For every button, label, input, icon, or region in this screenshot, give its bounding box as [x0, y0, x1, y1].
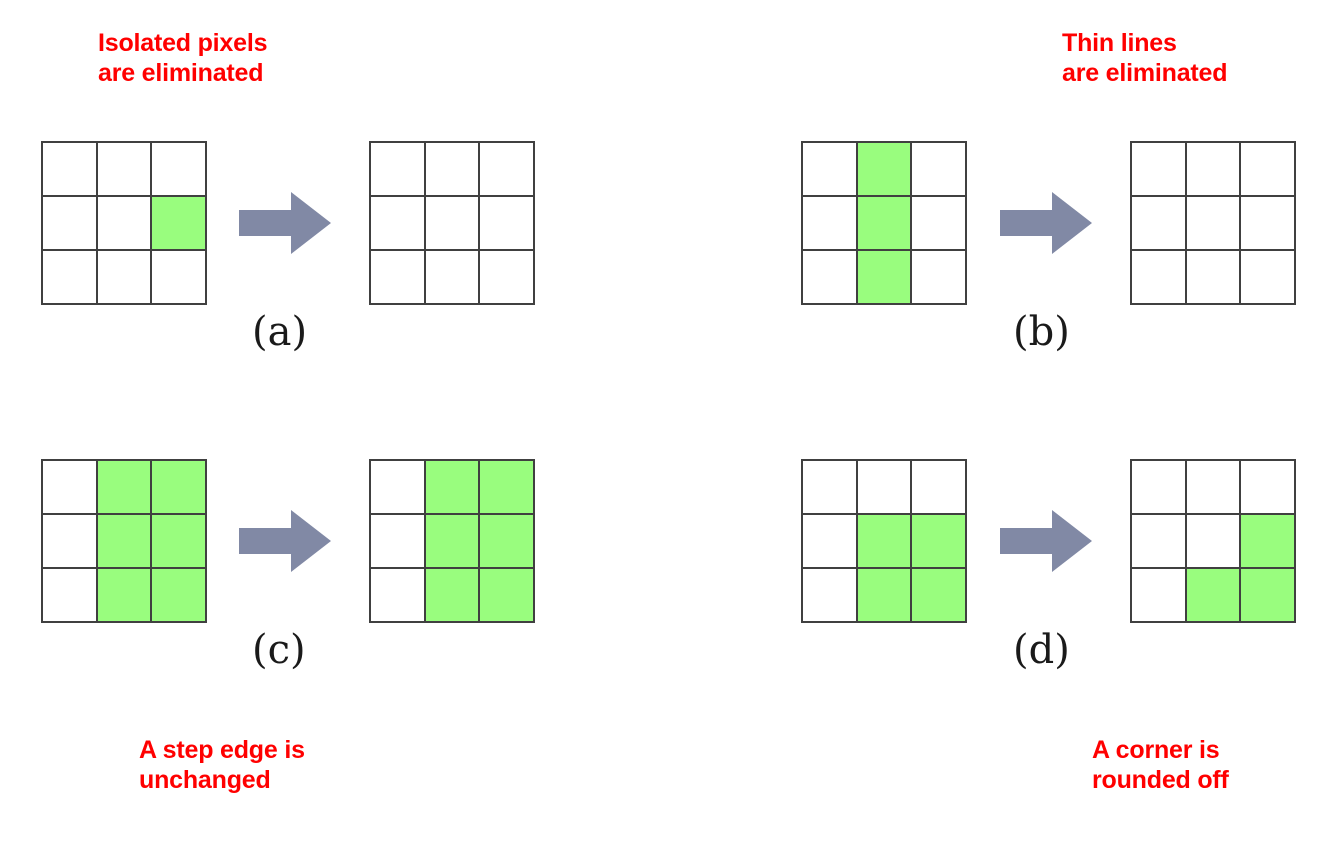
grid-cell-b-out-r0c1 — [1186, 143, 1240, 195]
grid-cell-a-in-r1c0 — [43, 197, 96, 249]
grid-cell-d-in-r2c2 — [912, 569, 965, 621]
grid-cell-d-out-r1c0 — [1132, 515, 1185, 567]
grid-cell-a-out-r0c1 — [425, 143, 479, 195]
grid-cell-c-in-r2c0 — [43, 569, 96, 621]
right-arrow-icon-panel-b — [1000, 192, 1092, 254]
grid-cell-d-in-r2c1 — [857, 569, 911, 621]
grid-cell-a-out-r0c0 — [371, 143, 424, 195]
grid-input-panel-a — [41, 141, 207, 305]
grid-cell-b-in-r0c2 — [912, 143, 965, 195]
right-arrow-icon-panel-a — [239, 192, 331, 254]
grid-cell-c-out-r1c0 — [371, 515, 424, 567]
grid-cell-d-in-r0c2 — [912, 461, 965, 513]
grid-cell-b-out-r1c0 — [1132, 197, 1185, 249]
right-arrow-icon-panel-d — [1000, 510, 1092, 572]
grid-cell-b-in-r2c2 — [912, 251, 965, 303]
grid-cell-d-in-r1c0 — [803, 515, 856, 567]
grid-cell-a-in-r1c1 — [97, 197, 151, 249]
grid-cell-d-out-r1c2 — [1241, 515, 1294, 567]
grid-cell-d-in-r0c1 — [857, 461, 911, 513]
grid-cell-d-in-r2c0 — [803, 569, 856, 621]
caption-panel-c: A step edge is unchanged — [139, 736, 305, 794]
grid-cell-c-in-r1c1 — [97, 515, 151, 567]
grid-cell-a-in-r0c0 — [43, 143, 96, 195]
grid-cell-c-in-r0c0 — [43, 461, 96, 513]
grid-cell-a-out-r0c2 — [480, 143, 533, 195]
grid-cell-d-out-r1c1 — [1186, 515, 1240, 567]
grid-output-panel-b — [1130, 141, 1296, 305]
grid-cell-a-out-r2c0 — [371, 251, 424, 303]
right-arrow-icon-panel-c — [239, 510, 331, 572]
grid-cell-a-out-r2c1 — [425, 251, 479, 303]
grid-cell-b-out-r2c2 — [1241, 251, 1294, 303]
grid-cell-c-in-r2c1 — [97, 569, 151, 621]
grid-cell-a-out-r1c2 — [480, 197, 533, 249]
grid-cell-a-in-r2c2 — [152, 251, 205, 303]
panel-label-d: (d) — [1013, 627, 1070, 673]
grid-cell-a-out-r2c2 — [480, 251, 533, 303]
grid-cell-a-in-r0c1 — [97, 143, 151, 195]
grid-cell-d-out-r0c1 — [1186, 461, 1240, 513]
grid-cell-c-in-r1c2 — [152, 515, 205, 567]
grid-cell-b-out-r1c2 — [1241, 197, 1294, 249]
grid-cell-b-out-r2c0 — [1132, 251, 1185, 303]
grid-cell-d-in-r0c0 — [803, 461, 856, 513]
panel-label-a: (a) — [252, 309, 308, 355]
caption-panel-a: Isolated pixels are eliminated — [98, 29, 268, 87]
grid-output-panel-d — [1130, 459, 1296, 623]
grid-cell-d-out-r2c0 — [1132, 569, 1185, 621]
grid-cell-b-in-r1c1 — [857, 197, 911, 249]
grid-cell-a-in-r2c1 — [97, 251, 151, 303]
grid-cell-b-out-r2c1 — [1186, 251, 1240, 303]
grid-cell-c-in-r2c2 — [152, 569, 205, 621]
panel-label-b: (b) — [1013, 309, 1070, 355]
grid-cell-b-out-r0c2 — [1241, 143, 1294, 195]
grid-cell-b-in-r0c0 — [803, 143, 856, 195]
grid-input-panel-d — [801, 459, 967, 623]
grid-cell-b-out-r1c1 — [1186, 197, 1240, 249]
grid-input-panel-b — [801, 141, 967, 305]
grid-cell-a-in-r2c0 — [43, 251, 96, 303]
grid-cell-a-in-r1c2 — [152, 197, 205, 249]
grid-cell-c-out-r0c0 — [371, 461, 424, 513]
grid-cell-c-out-r0c2 — [480, 461, 533, 513]
grid-cell-d-out-r2c2 — [1241, 569, 1294, 621]
grid-cell-c-out-r2c2 — [480, 569, 533, 621]
caption-panel-b: Thin lines are eliminated — [1062, 29, 1228, 87]
grid-cell-c-out-r1c2 — [480, 515, 533, 567]
grid-cell-c-out-r1c1 — [425, 515, 479, 567]
grid-cell-d-out-r2c1 — [1186, 569, 1240, 621]
grid-output-panel-c — [369, 459, 535, 623]
grid-cell-a-out-r1c0 — [371, 197, 424, 249]
grid-cell-b-in-r0c1 — [857, 143, 911, 195]
grid-cell-b-out-r0c0 — [1132, 143, 1185, 195]
grid-output-panel-a — [369, 141, 535, 305]
grid-cell-c-in-r0c1 — [97, 461, 151, 513]
grid-cell-c-in-r1c0 — [43, 515, 96, 567]
grid-cell-b-in-r1c2 — [912, 197, 965, 249]
grid-cell-d-in-r1c2 — [912, 515, 965, 567]
grid-cell-d-out-r0c2 — [1241, 461, 1294, 513]
grid-cell-c-out-r2c0 — [371, 569, 424, 621]
grid-cell-d-in-r1c1 — [857, 515, 911, 567]
grid-cell-c-out-r2c1 — [425, 569, 479, 621]
grid-cell-d-out-r0c0 — [1132, 461, 1185, 513]
grid-cell-b-in-r1c0 — [803, 197, 856, 249]
grid-cell-b-in-r2c0 — [803, 251, 856, 303]
panel-label-c: (c) — [252, 627, 306, 673]
grid-cell-a-out-r1c1 — [425, 197, 479, 249]
grid-cell-c-in-r0c2 — [152, 461, 205, 513]
grid-cell-c-out-r0c1 — [425, 461, 479, 513]
grid-input-panel-c — [41, 459, 207, 623]
grid-cell-a-in-r0c2 — [152, 143, 205, 195]
caption-panel-d: A corner is rounded off — [1092, 736, 1229, 794]
grid-cell-b-in-r2c1 — [857, 251, 911, 303]
